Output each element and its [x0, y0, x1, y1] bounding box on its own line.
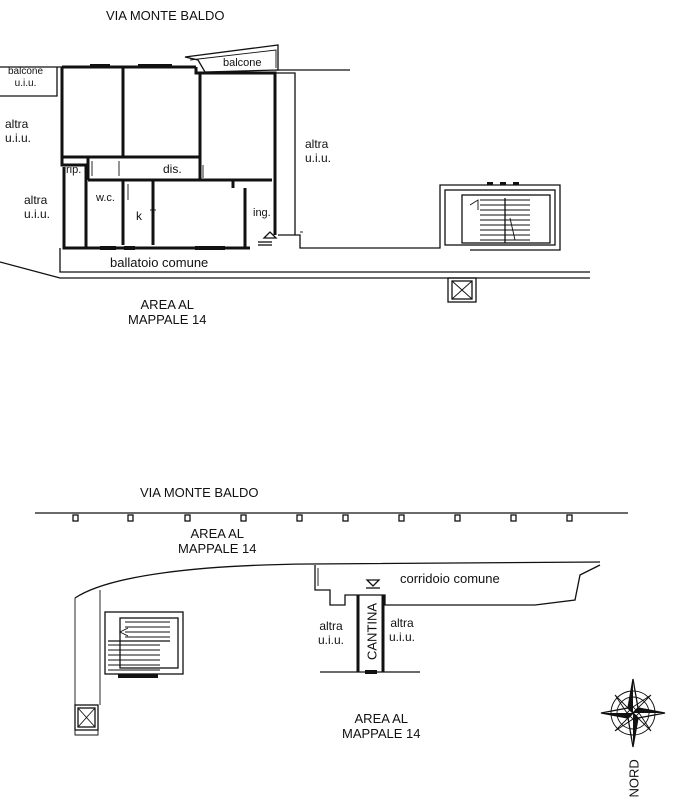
area-basement-top-line2: MAPPALE 14 — [178, 540, 257, 556]
corridoio-label: corridoio comune — [400, 571, 500, 586]
altra-basement-right-line1: altra — [390, 616, 414, 630]
stair-treads-upper — [469, 182, 530, 243]
kitchen-room-label: k — [136, 209, 142, 223]
altra-basement-left-line2: u.i.u. — [318, 632, 345, 647]
street-label-upper: VIA MONTE BALDO — [106, 8, 225, 23]
area-basement-top-line1: AREA AL — [190, 526, 244, 541]
area-basement-bottom-line2: MAPPALE 14 — [342, 725, 421, 741]
altra-right-line2: u.i.u. — [305, 150, 332, 165]
altra-basement-left-label: altra u.i.u. — [318, 619, 345, 648]
area-upper-line1: AREA AL — [140, 297, 194, 312]
area-label-upper: AREA AL MAPPALE 14 — [128, 297, 207, 328]
street-label-basement: VIA MONTE BALDO — [140, 485, 259, 500]
altra-right-line1: altra — [305, 137, 329, 151]
upper-floor-plan — [0, 44, 590, 303]
balcone-left-line1: balcone — [8, 66, 44, 77]
nord-label: NORD — [626, 759, 642, 798]
dis-room-label: dis. — [163, 162, 182, 176]
altra-left-top-line1: altra — [5, 117, 29, 131]
area-label-basement-top: AREA AL MAPPALE 14 — [178, 526, 257, 557]
wc-room-label: w.c. — [96, 192, 115, 204]
compass-rose-icon — [600, 678, 666, 748]
ing-room-label: ing. — [253, 207, 271, 219]
stair-treads-basement — [108, 621, 170, 671]
balcone-left-line2: u.i.u. — [14, 77, 37, 89]
rip-room-label: rip. — [66, 164, 82, 176]
area-upper-line2: MAPPALE 14 — [128, 311, 207, 327]
altra-left-top-label: altra u.i.u. — [5, 117, 32, 146]
altra-basement-right-label: altra u.i.u. — [389, 616, 416, 645]
altra-basement-left-line1: altra — [319, 619, 343, 633]
area-basement-bottom-line1: AREA AL — [354, 711, 408, 726]
balcone-top-label: balcone — [223, 57, 262, 69]
altra-left-bottom-line1: altra — [24, 193, 48, 207]
altra-left-bottom-line2: u.i.u. — [24, 206, 51, 221]
cantina-label: CANTINA — [364, 602, 380, 660]
basement-plan — [35, 512, 628, 736]
balcone-left-label: balcone u.i.u. — [8, 66, 43, 89]
altra-left-bottom-label: altra u.i.u. — [24, 193, 51, 222]
area-label-basement-bottom: AREA AL MAPPALE 14 — [342, 711, 421, 742]
ballatoio-label: ballatoio comune — [110, 255, 209, 270]
altra-left-top-line2: u.i.u. — [5, 130, 32, 145]
altra-right-label: altra u.i.u. — [305, 137, 332, 166]
altra-basement-right-line2: u.i.u. — [389, 629, 416, 644]
